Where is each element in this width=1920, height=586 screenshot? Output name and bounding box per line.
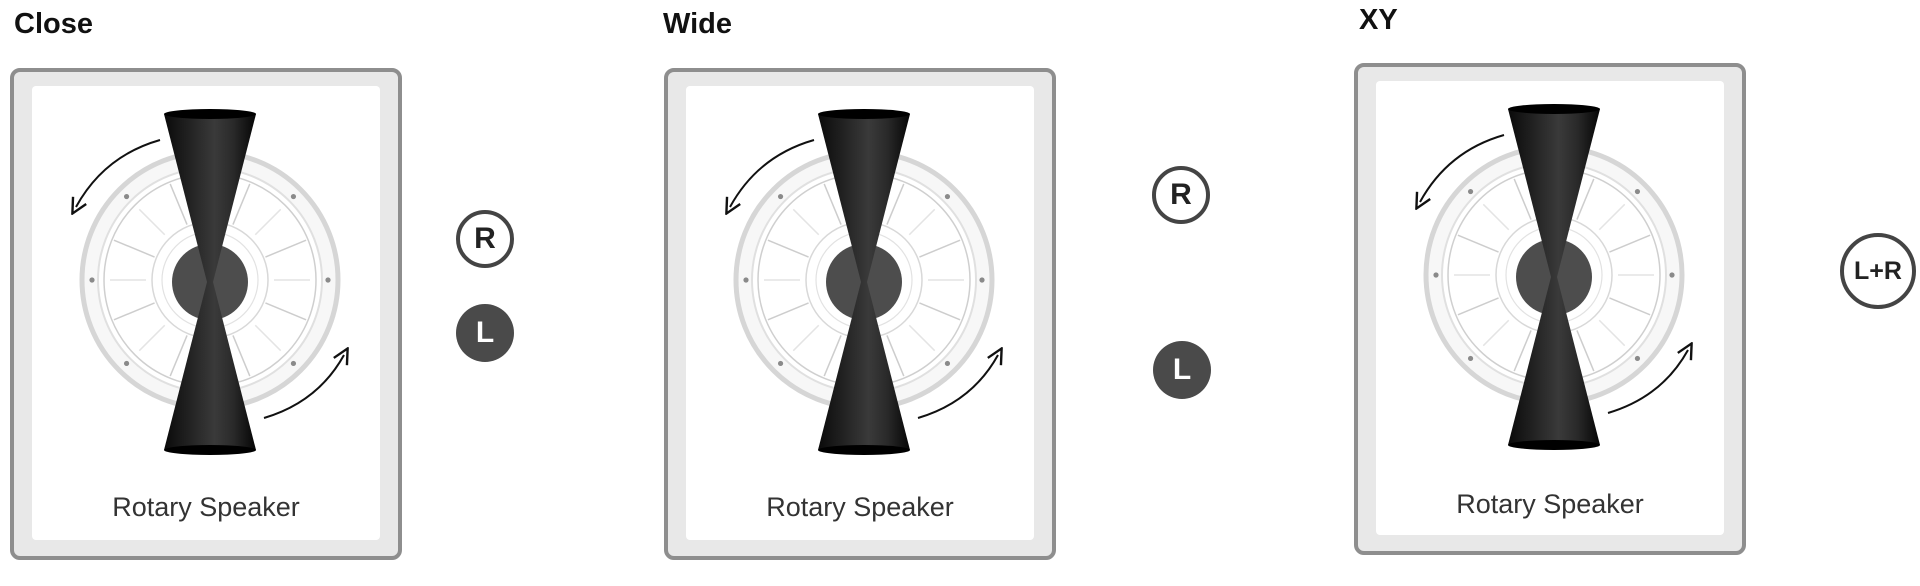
speaker-spoke	[1482, 319, 1510, 347]
diagram-title: Wide	[663, 8, 733, 40]
rotation-arrow-icon	[1607, 350, 1688, 414]
rotary-speaker-icon	[1358, 104, 1742, 450]
speaker-bolt	[777, 360, 784, 367]
speaker-bolt	[325, 277, 331, 283]
diagram-xy: XY Rotary Speaker L+R	[1345, 0, 1916, 586]
channel-badge-left: L	[1153, 341, 1211, 399]
channel-badge-right: R	[1152, 166, 1210, 224]
speaker-bolt	[123, 360, 130, 367]
diagram-close: Close Rotary Speaker R L	[0, 0, 560, 586]
speaker-spoke	[792, 208, 820, 236]
speaker-bolt	[979, 277, 985, 283]
speaker-spoke	[1482, 203, 1510, 231]
speaker-spoke	[1457, 297, 1499, 316]
speaker-horn	[164, 109, 256, 455]
speaker-spoke	[1609, 234, 1651, 253]
rotation-arrow-icon	[76, 139, 161, 207]
speaker-spoke	[1598, 203, 1626, 231]
channel-badge-left: L	[456, 304, 514, 362]
speaker-spoke	[908, 208, 936, 236]
speaker-bolt	[1634, 355, 1641, 362]
speaker-spoke	[919, 302, 961, 321]
speaker-horn	[818, 109, 910, 455]
speaker-spoke	[254, 324, 282, 352]
speaker-spoke	[113, 302, 155, 321]
speaker-card: Rotary Speaker	[10, 68, 402, 560]
speaker-bolt	[290, 193, 297, 200]
channel-badge-right: R	[456, 210, 514, 268]
speaker-spoke	[169, 335, 188, 377]
speaker-bolt	[1467, 188, 1474, 195]
speaker-spoke	[169, 183, 188, 225]
rotation-arrow-icon	[263, 355, 344, 419]
speaker-caption: Rotary Speaker	[766, 492, 954, 522]
speaker-spoke	[1598, 319, 1626, 347]
channel-badge-sum: L+R	[1840, 233, 1916, 309]
speaker-spoke	[1513, 330, 1532, 372]
rotary-speaker-icon	[668, 109, 1052, 455]
speaker-bolt	[1433, 272, 1439, 278]
speaker-spoke	[232, 335, 251, 377]
speaker-spoke	[767, 239, 809, 258]
speaker-spoke	[1457, 234, 1499, 253]
speaker-bolt	[89, 277, 95, 283]
speaker-spoke	[823, 183, 842, 225]
speaker-spoke	[823, 335, 842, 377]
speaker-card: Rotary Speaker	[1354, 63, 1746, 555]
diagram-title: Close	[14, 8, 93, 40]
speaker-spoke	[265, 302, 307, 321]
speaker-bolt	[777, 193, 784, 200]
rotation-arrow-icon	[1420, 134, 1505, 202]
speaker-spoke	[1576, 330, 1595, 372]
speaker-bolt	[944, 360, 951, 367]
speaker-spoke	[1609, 297, 1651, 316]
speaker-caption: Rotary Speaker	[112, 492, 300, 522]
speaker-spoke	[886, 335, 905, 377]
speaker-spoke	[908, 324, 936, 352]
speaker-horn	[1508, 104, 1600, 450]
rotation-arrow-icon	[730, 139, 815, 207]
diagram-wide: Wide Rotary Speaker R L	[655, 0, 1215, 586]
speaker-spoke	[232, 183, 251, 225]
speaker-bolt	[1634, 188, 1641, 195]
speaker-bolt	[1467, 355, 1474, 362]
speaker-spoke	[138, 208, 166, 236]
rotary-speaker-icon	[14, 109, 398, 455]
speaker-spoke	[886, 183, 905, 225]
speaker-spoke	[1576, 178, 1595, 220]
speaker-spoke	[113, 239, 155, 258]
speaker-spoke	[919, 239, 961, 258]
speaker-bolt	[944, 193, 951, 200]
speaker-bolt	[123, 193, 130, 200]
speaker-bolt	[743, 277, 749, 283]
speaker-spoke	[254, 208, 282, 236]
rotation-arrow-icon	[917, 355, 998, 419]
speaker-card: Rotary Speaker	[664, 68, 1056, 560]
speaker-bolt	[1669, 272, 1675, 278]
speaker-spoke	[767, 302, 809, 321]
speaker-caption: Rotary Speaker	[1456, 489, 1644, 519]
speaker-spoke	[1513, 178, 1532, 220]
speaker-spoke	[265, 239, 307, 258]
speaker-spoke	[138, 324, 166, 352]
speaker-bolt	[290, 360, 297, 367]
diagram-title: XY	[1359, 4, 1398, 36]
speaker-spoke	[792, 324, 820, 352]
